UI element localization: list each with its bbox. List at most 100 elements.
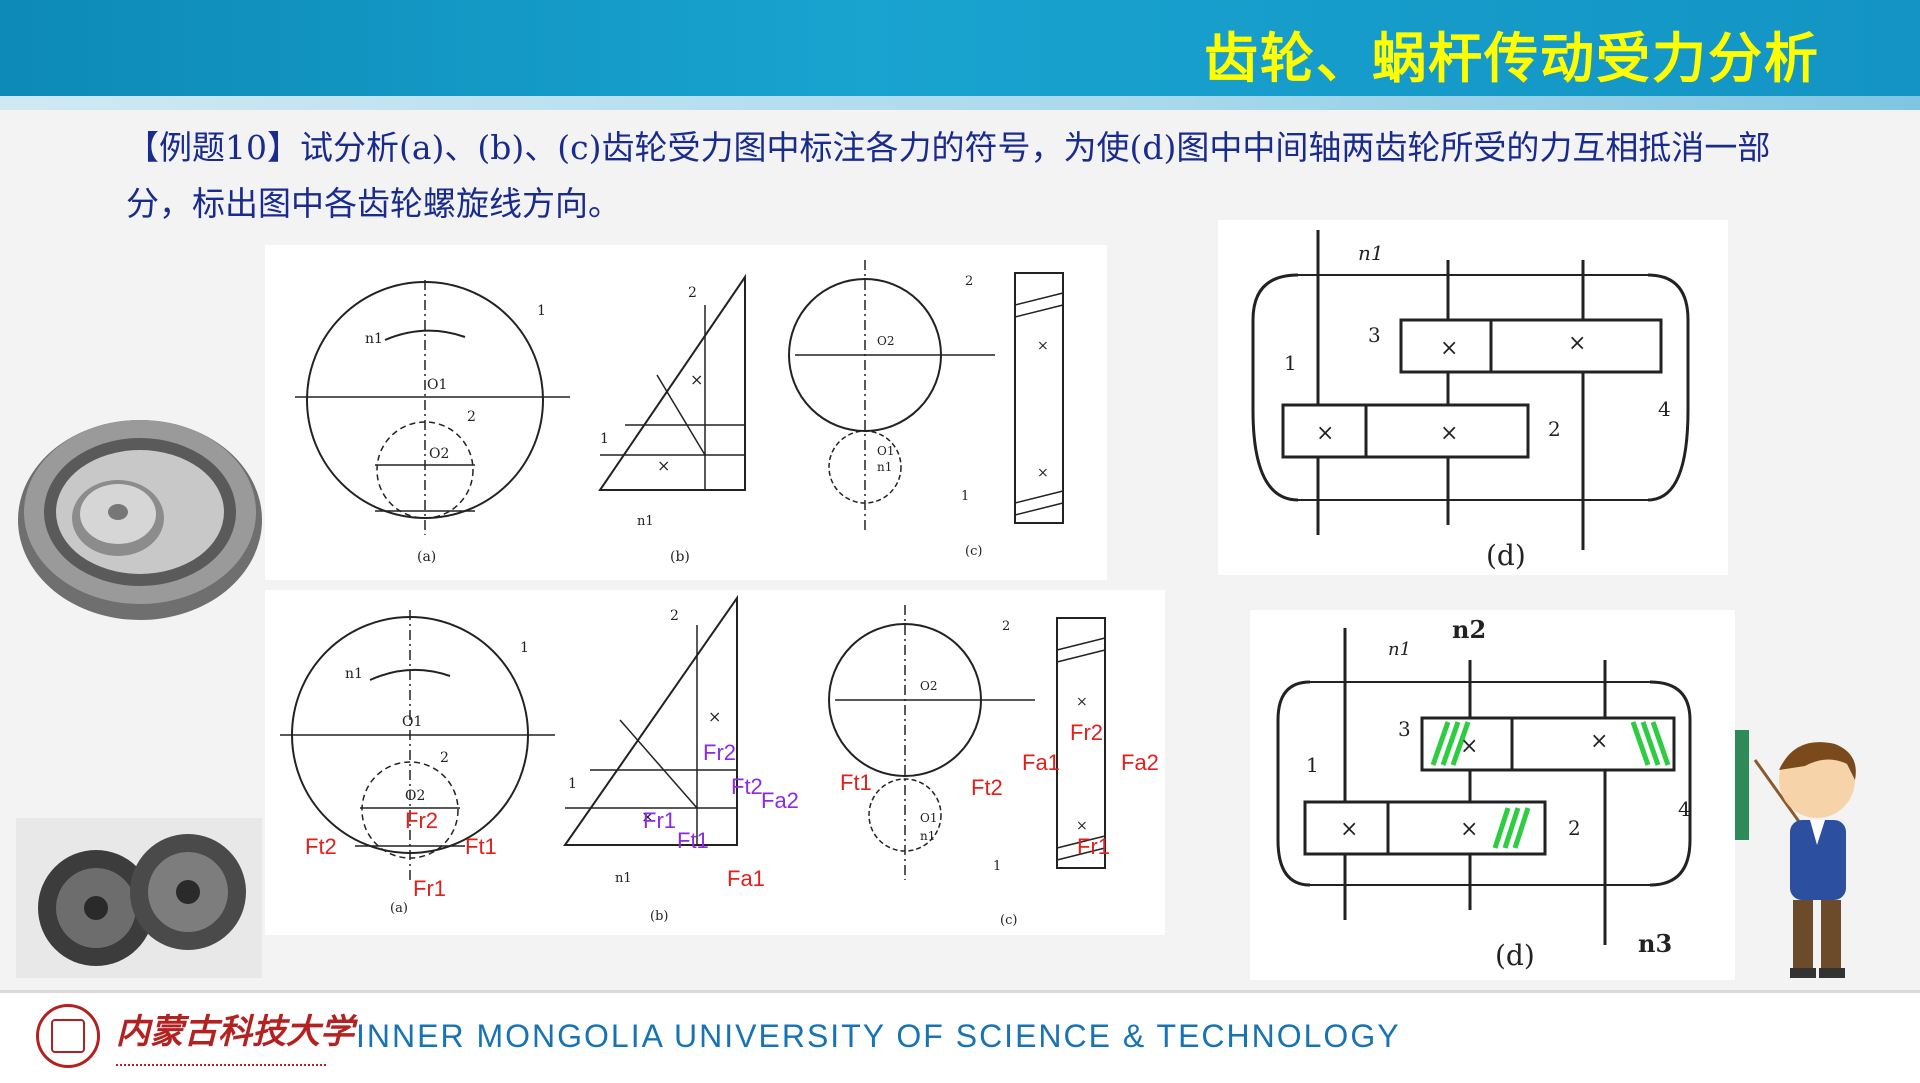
figure-bottom-d: × × × × n1 n2 n3 3 1 2 4 (d) xyxy=(1276,615,1692,972)
helix-lines xyxy=(1430,721,1671,849)
question-text: 【例题10】试分析(a)、(b)、(c)齿轮受力图中标注各力的符号，为使(d)图… xyxy=(126,128,1771,223)
svg-text:(c): (c) xyxy=(1000,913,1017,928)
header-stripe xyxy=(0,96,1920,110)
svg-text:Ft1: Ft1 xyxy=(465,834,497,859)
footer xyxy=(0,990,1920,1083)
svg-text:×: × xyxy=(1460,734,1478,759)
fig-bottom-a: n1 O1 O2 1 2 Ft2 Fr2 Ft1 Fr1 (a) xyxy=(280,610,555,916)
svg-text:n1: n1 xyxy=(345,666,363,682)
svg-text:(d): (d) xyxy=(1495,939,1535,972)
university-seal-logo xyxy=(36,1004,100,1068)
svg-text:(b): (b) xyxy=(670,549,690,565)
slide-title: 齿轮、蜗杆传动受力分析 xyxy=(1204,27,1820,90)
svg-text:3: 3 xyxy=(1398,717,1411,741)
svg-text:n2: n2 xyxy=(1452,615,1486,644)
svg-text:×: × xyxy=(1340,817,1358,842)
svg-text:×: × xyxy=(1076,818,1088,834)
header-bar xyxy=(0,0,1920,96)
teacher-illustration xyxy=(1735,730,1856,978)
svg-text:Fa2: Fa2 xyxy=(761,788,799,813)
figure-panel-top-d: × × × × n1 3 1 2 4 (d) xyxy=(1218,220,1728,575)
figure-panel-bottom-d: × × × × n1 n2 n3 3 1 2 4 (d) xyxy=(1250,610,1735,980)
internal-gear-image xyxy=(18,420,262,620)
svg-text:(b): (b) xyxy=(650,909,668,924)
svg-text:(c): (c) xyxy=(965,544,982,559)
svg-text:1: 1 xyxy=(1306,753,1319,777)
fig-bottom-b: × × 2 1 n1 Fr2 Ft2 Fa2 Fr1 Ft1 Fa1 (b) xyxy=(563,594,799,924)
svg-text:2: 2 xyxy=(440,750,449,766)
svg-text:n1: n1 xyxy=(1358,241,1384,265)
mongolian-script-decoration xyxy=(116,1046,326,1066)
svg-text:n1: n1 xyxy=(877,460,892,474)
svg-text:n1: n1 xyxy=(637,514,654,529)
svg-text:×: × xyxy=(1460,817,1478,842)
svg-text:O2: O2 xyxy=(405,788,425,804)
figure-panel-bottom-abc: n1 O1 O2 1 2 Ft2 Fr2 Ft1 Fr1 (a) × × 2 1… xyxy=(265,590,1165,935)
svg-text:O1: O1 xyxy=(920,811,937,825)
svg-text:O2: O2 xyxy=(429,446,449,462)
svg-text:n3: n3 xyxy=(1638,929,1672,958)
svg-text:1: 1 xyxy=(961,489,969,504)
svg-text:n1: n1 xyxy=(920,829,935,843)
svg-text:O2: O2 xyxy=(877,334,894,348)
svg-text:×: × xyxy=(1590,729,1608,754)
svg-text:×: × xyxy=(708,707,721,726)
svg-text:4: 4 xyxy=(1678,797,1691,821)
svg-text:Fa1: Fa1 xyxy=(727,866,765,891)
svg-text:Fr2: Fr2 xyxy=(405,808,438,833)
svg-text:Fr2: Fr2 xyxy=(703,740,736,765)
svg-text:2: 2 xyxy=(1568,816,1581,840)
svg-text:1: 1 xyxy=(1284,351,1297,375)
svg-text:Ft2: Ft2 xyxy=(971,775,1003,800)
fig-top-c: × × O2 O1 n1 2 1 (c) xyxy=(788,260,1064,559)
svg-text:O2: O2 xyxy=(920,679,937,693)
svg-text:1: 1 xyxy=(520,640,529,656)
svg-text:Fr1: Fr1 xyxy=(643,808,676,833)
svg-text:Fa1: Fa1 xyxy=(1022,750,1060,775)
svg-text:O1: O1 xyxy=(402,714,422,730)
svg-text:×: × xyxy=(1037,338,1049,354)
svg-text:2: 2 xyxy=(467,409,476,425)
svg-text:×: × xyxy=(1568,331,1586,356)
svg-text:×: × xyxy=(1440,336,1458,361)
spur-gears-image xyxy=(16,818,262,978)
fig-top-a: n1 O1 O2 1 2 (a) xyxy=(295,280,570,565)
svg-text:Fr1: Fr1 xyxy=(413,876,446,901)
svg-text:Fr2: Fr2 xyxy=(1070,720,1103,745)
figure-top-d: × × × × n1 3 1 2 4 (d) xyxy=(1251,230,1690,572)
svg-text:3: 3 xyxy=(1368,323,1381,347)
svg-text:2: 2 xyxy=(1548,417,1561,441)
svg-text:×: × xyxy=(641,807,654,826)
svg-text:×: × xyxy=(1440,421,1458,446)
svg-text:2: 2 xyxy=(1002,619,1010,634)
svg-text:1: 1 xyxy=(993,859,1001,874)
figure-top-abc: n1 O1 O2 1 2 (a) × × 2 1 n1 (b) × × O2 O… xyxy=(295,260,1064,565)
svg-text:×: × xyxy=(1076,694,1088,710)
svg-text:1: 1 xyxy=(600,431,609,447)
svg-text:2: 2 xyxy=(688,285,697,301)
svg-text:Ft1: Ft1 xyxy=(840,770,872,795)
svg-text:×: × xyxy=(1037,465,1049,481)
figure-bottom-abc: n1 O1 O2 1 2 Ft2 Fr2 Ft1 Fr1 (a) × × 2 1… xyxy=(280,594,1159,928)
svg-text:Ft1: Ft1 xyxy=(677,828,709,853)
svg-text:1: 1 xyxy=(568,776,577,792)
svg-text:(d): (d) xyxy=(1486,539,1526,572)
svg-text:n1: n1 xyxy=(1388,639,1411,660)
svg-text:2: 2 xyxy=(965,274,973,289)
svg-text:Fa2: Fa2 xyxy=(1121,750,1159,775)
fig-top-b: × × 2 1 n1 (b) xyxy=(598,273,746,565)
svg-text:×: × xyxy=(1316,421,1334,446)
university-name-cn: 内蒙古科技大学 xyxy=(116,1012,354,1052)
svg-text:×: × xyxy=(690,370,703,389)
svg-text:1: 1 xyxy=(537,303,546,319)
svg-text:(a): (a) xyxy=(417,549,436,565)
figure-panel-top-abc: n1 O1 O2 1 2 (a) × × 2 1 n1 (b) × × O2 O… xyxy=(265,245,1107,580)
svg-text:Ft2: Ft2 xyxy=(731,774,763,799)
svg-text:Ft2: Ft2 xyxy=(305,834,337,859)
svg-text:×: × xyxy=(657,456,670,475)
svg-text:O1: O1 xyxy=(427,377,447,393)
svg-text:(a): (a) xyxy=(390,901,408,916)
fig-bottom-c: × × O2 O1 n1 2 1 Ft1 Ft2 Fa1 Fr2 Fa2 Fr1… xyxy=(828,605,1159,928)
svg-text:Fr1: Fr1 xyxy=(1077,834,1110,859)
svg-text:O1: O1 xyxy=(877,444,894,458)
